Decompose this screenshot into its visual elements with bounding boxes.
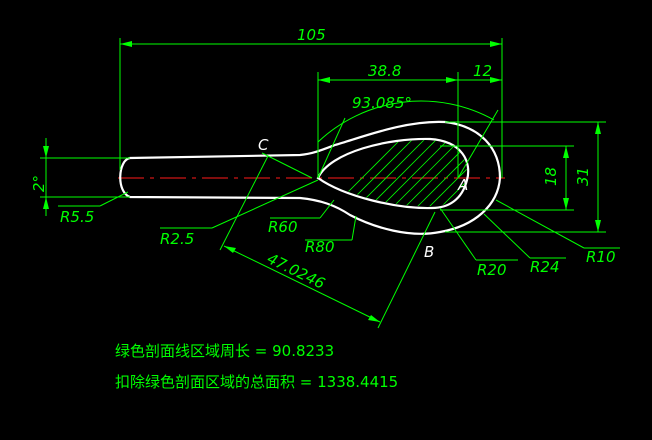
dim-height-outer xyxy=(445,121,606,233)
point-a-label: A xyxy=(457,176,468,194)
dim-taper-label: 2° xyxy=(30,175,48,192)
dim-r24-label: R24 xyxy=(530,258,560,276)
spoon-outline xyxy=(119,120,502,235)
point-c-label: C xyxy=(258,136,269,154)
inner-cavity-outline xyxy=(316,137,470,210)
dim-height-outer-label: 31 xyxy=(574,167,592,186)
dim-r24 xyxy=(483,213,566,259)
dim-overall-length xyxy=(119,38,503,178)
dim-r10 xyxy=(495,199,620,249)
dim-taper xyxy=(40,138,130,216)
point-b-label: B xyxy=(424,243,434,261)
dim-angle xyxy=(317,100,499,179)
dim-neck-radius-label: R2.5 xyxy=(160,230,194,248)
dim-head-offset xyxy=(317,72,459,178)
note-area: 扣除绿色剖面区域的总面积 = 1338.4415 xyxy=(115,373,398,391)
dim-r60 xyxy=(270,199,335,219)
dim-neck-radius xyxy=(160,179,319,229)
dim-r80 xyxy=(305,215,357,241)
dim-r20 xyxy=(439,207,518,261)
dim-r80-label: R80 xyxy=(305,238,335,256)
dim-height-inner xyxy=(440,145,574,211)
dim-handle-radius-label: R5.5 xyxy=(60,208,94,226)
hatched-region xyxy=(320,140,467,207)
dim-r10-label: R10 xyxy=(586,248,616,266)
dim-tip-offset-label: 12 xyxy=(473,62,492,80)
dim-r60-label: R60 xyxy=(268,218,298,236)
dim-angle-label: 93.085° xyxy=(352,94,412,112)
dim-handle-radius xyxy=(58,191,129,207)
dim-diagonal xyxy=(219,152,436,329)
dim-height-inner-label: 18 xyxy=(542,167,560,186)
dim-overall-length-label: 105 xyxy=(297,26,326,44)
dim-head-offset-label: 38.8 xyxy=(368,62,401,80)
dim-tip-offset xyxy=(458,77,502,83)
dim-r20-label: R20 xyxy=(477,261,507,279)
note-perimeter: 绿色剖面线区域周长 = 90.8233 xyxy=(115,342,334,360)
